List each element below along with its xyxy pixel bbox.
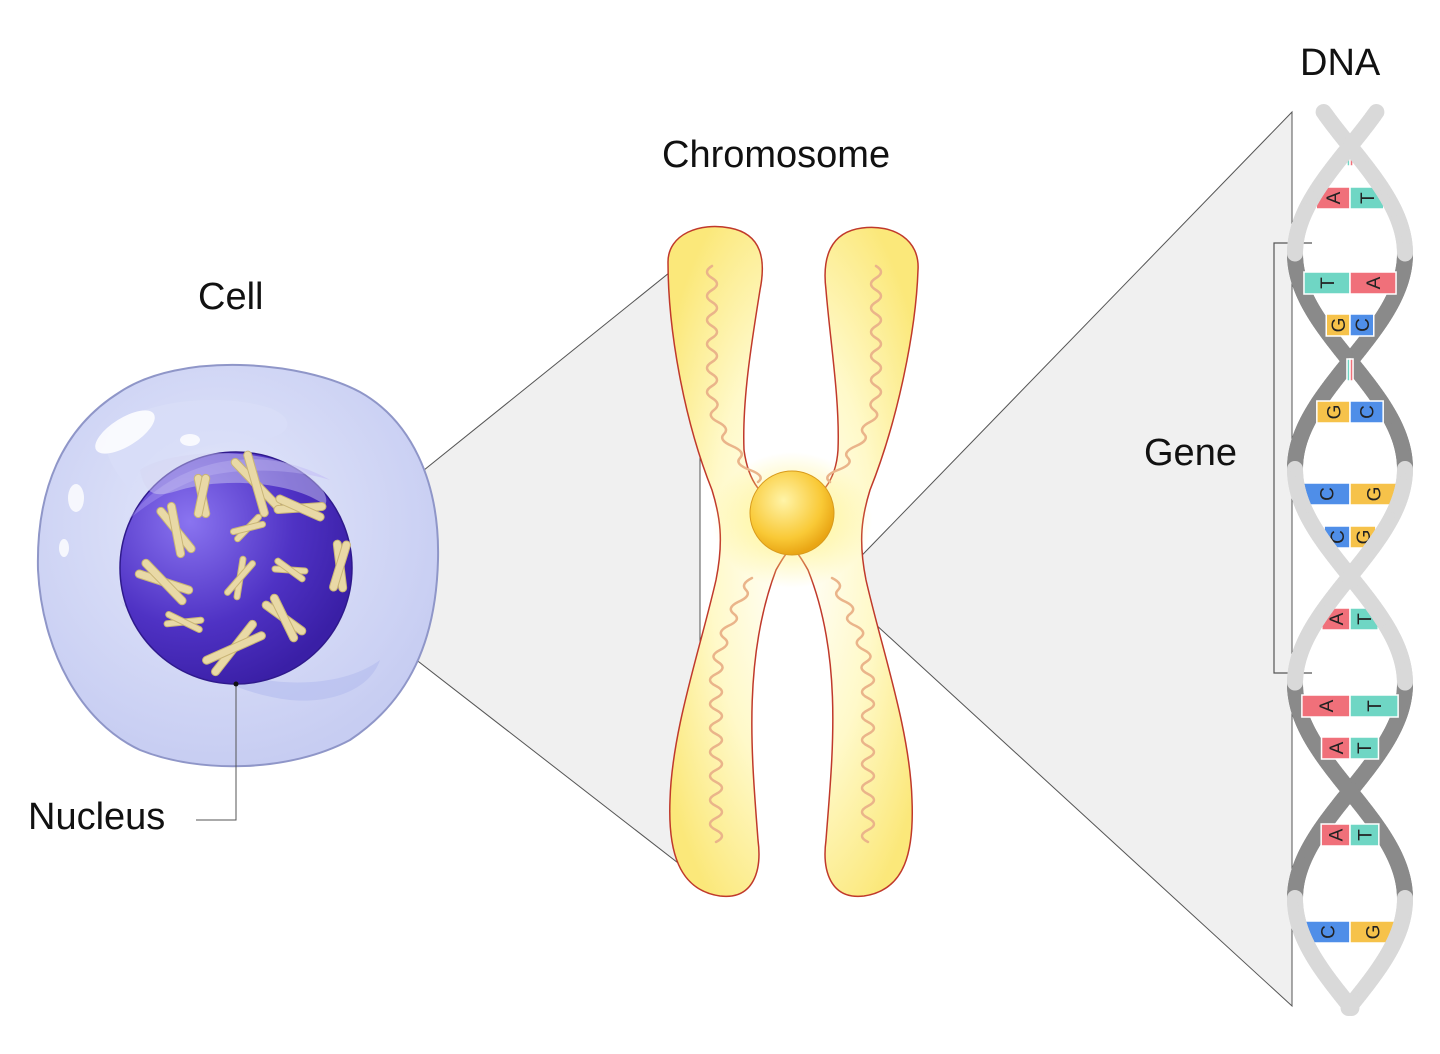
nucleus-veil — [140, 453, 327, 505]
dna-base-letter: C — [1328, 530, 1349, 544]
cell-label: Cell — [198, 276, 264, 318]
chromatin-coils — [705, 264, 883, 844]
dna-base-letter: G — [1365, 487, 1386, 502]
nucleus-chromosomes — [134, 450, 351, 677]
chromosome — [667, 225, 919, 897]
cell-highlight — [68, 484, 84, 512]
dna-base-right — [1349, 736, 1380, 760]
dna-base-letter: G — [1324, 405, 1345, 420]
dna-base-right — [1349, 694, 1399, 718]
dna-base-letter: G — [1329, 318, 1350, 333]
nucleus-leader-line — [196, 684, 237, 821]
dna-base-letter: T — [1355, 829, 1376, 841]
centromere — [749, 470, 835, 556]
dna-base-right — [1349, 313, 1375, 337]
dna-base-letter: G — [1363, 925, 1384, 940]
dna-base-right — [1349, 358, 1354, 382]
dna-base-letter: A — [1364, 276, 1385, 289]
cell-highlight — [95, 410, 155, 454]
nucleus-label: Nucleus — [28, 796, 166, 838]
chromosome-label: Chromosome — [662, 134, 891, 176]
dna-base-letter: T — [1358, 192, 1379, 204]
dna-base-letter: C — [1353, 318, 1374, 332]
cell-highlight — [59, 539, 69, 557]
dna-base-right — [1349, 823, 1380, 847]
dna-base-letter: A — [1317, 699, 1338, 712]
dna-base-letter: T — [1355, 742, 1376, 754]
cell-highlight — [180, 434, 200, 446]
dna-base-letter: A — [1327, 612, 1348, 625]
dna-base-letter: A — [1327, 741, 1348, 754]
dna-label: DNA — [1300, 42, 1381, 84]
dna-base-right — [1349, 271, 1397, 295]
dna-base-pair — [1346, 358, 1354, 382]
cell — [36, 363, 440, 768]
dna-strand-front — [1287, 104, 1413, 1016]
dna-base-letter: A — [1327, 828, 1348, 841]
nucleus-leader-dot — [233, 681, 239, 687]
dna-strand-back — [1287, 245, 1413, 907]
dna-base-letter: C — [1319, 925, 1340, 939]
dna-backbone-front-segment — [1340, 998, 1359, 1016]
dna-base-letter: C — [1317, 487, 1338, 501]
nucleus-shade — [128, 459, 330, 520]
dna-base-letter: C — [1358, 405, 1379, 419]
dna-base-letter: T — [1318, 277, 1339, 289]
gene-label: Gene — [1144, 432, 1237, 474]
dna-base-letter: A — [1324, 191, 1345, 204]
dna-base-letter: T — [1365, 700, 1386, 712]
dna-base-right — [1349, 400, 1384, 424]
